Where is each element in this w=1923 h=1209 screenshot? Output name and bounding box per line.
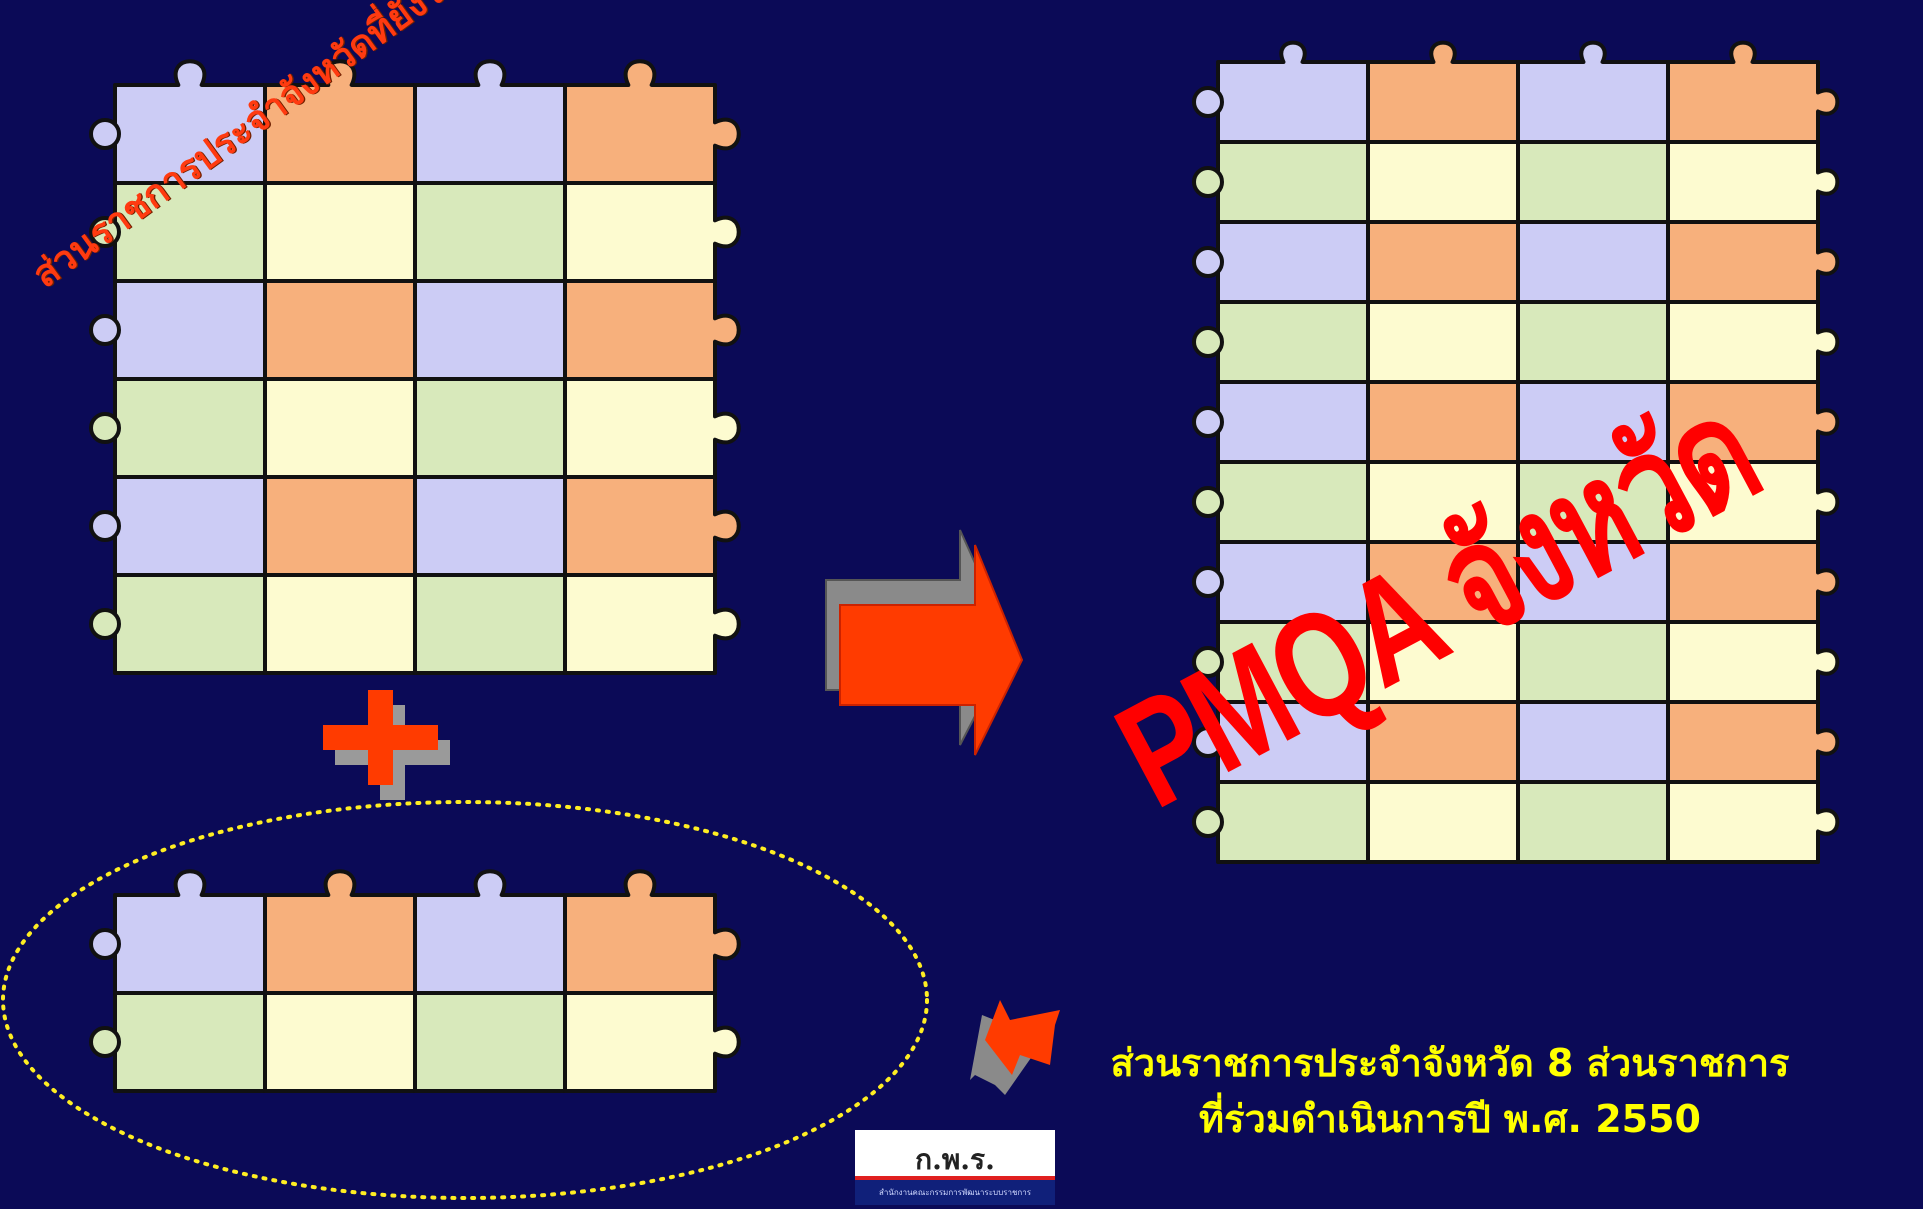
arrow-right-icon bbox=[826, 530, 1022, 755]
plus-icon bbox=[323, 690, 450, 800]
puzzle-piece-icon bbox=[415, 871, 589, 993]
puzzle-piece-icon bbox=[1518, 43, 1687, 142]
puzzle-knob bbox=[1194, 248, 1222, 276]
puzzle-grid-participating bbox=[91, 871, 739, 1091]
puzzle-knob bbox=[91, 512, 119, 540]
puzzle-knob bbox=[1194, 88, 1222, 116]
arrow-down-left-icon bbox=[970, 1000, 1060, 1095]
puzzle-knob bbox=[91, 930, 119, 958]
puzzle-knob bbox=[1194, 488, 1222, 516]
puzzle-piece-icon bbox=[265, 871, 439, 993]
puzzle-piece-icon bbox=[565, 871, 739, 993]
puzzle-piece-icon bbox=[565, 61, 739, 183]
puzzle-piece-icon bbox=[1668, 43, 1837, 142]
puzzle-piece-icon bbox=[415, 61, 589, 183]
puzzle-knob bbox=[1194, 168, 1222, 196]
puzzle-piece-icon bbox=[1368, 43, 1537, 142]
puzzle-knob bbox=[91, 1028, 119, 1056]
puzzle-knob bbox=[1194, 408, 1222, 436]
puzzle-knob bbox=[1194, 328, 1222, 356]
logo-subtitle: สำนักงานคณะกรรมการพัฒนาระบบราชการ bbox=[855, 1186, 1055, 1199]
puzzle-piece-icon bbox=[1218, 43, 1387, 142]
puzzle-knob bbox=[91, 316, 119, 344]
caption-line-2: ที่ร่วมดำเนินการปี พ.ศ. 2550 bbox=[1070, 1091, 1830, 1147]
puzzle-piece-icon bbox=[115, 871, 289, 993]
caption-line-1: ส่วนราชการประจำจังหวัด 8 ส่วนราชการ bbox=[1070, 1035, 1830, 1091]
puzzle-knob bbox=[91, 120, 119, 148]
opdc-logo: ก.พ.ร. สำนักงานคณะกรรมการพัฒนาระบบราชการ bbox=[855, 1130, 1055, 1205]
puzzle-knob bbox=[91, 610, 119, 638]
participating-caption: ส่วนราชการประจำจังหวัด 8 ส่วนราชการ ที่ร… bbox=[1070, 1035, 1830, 1147]
puzzle-knob bbox=[91, 414, 119, 442]
